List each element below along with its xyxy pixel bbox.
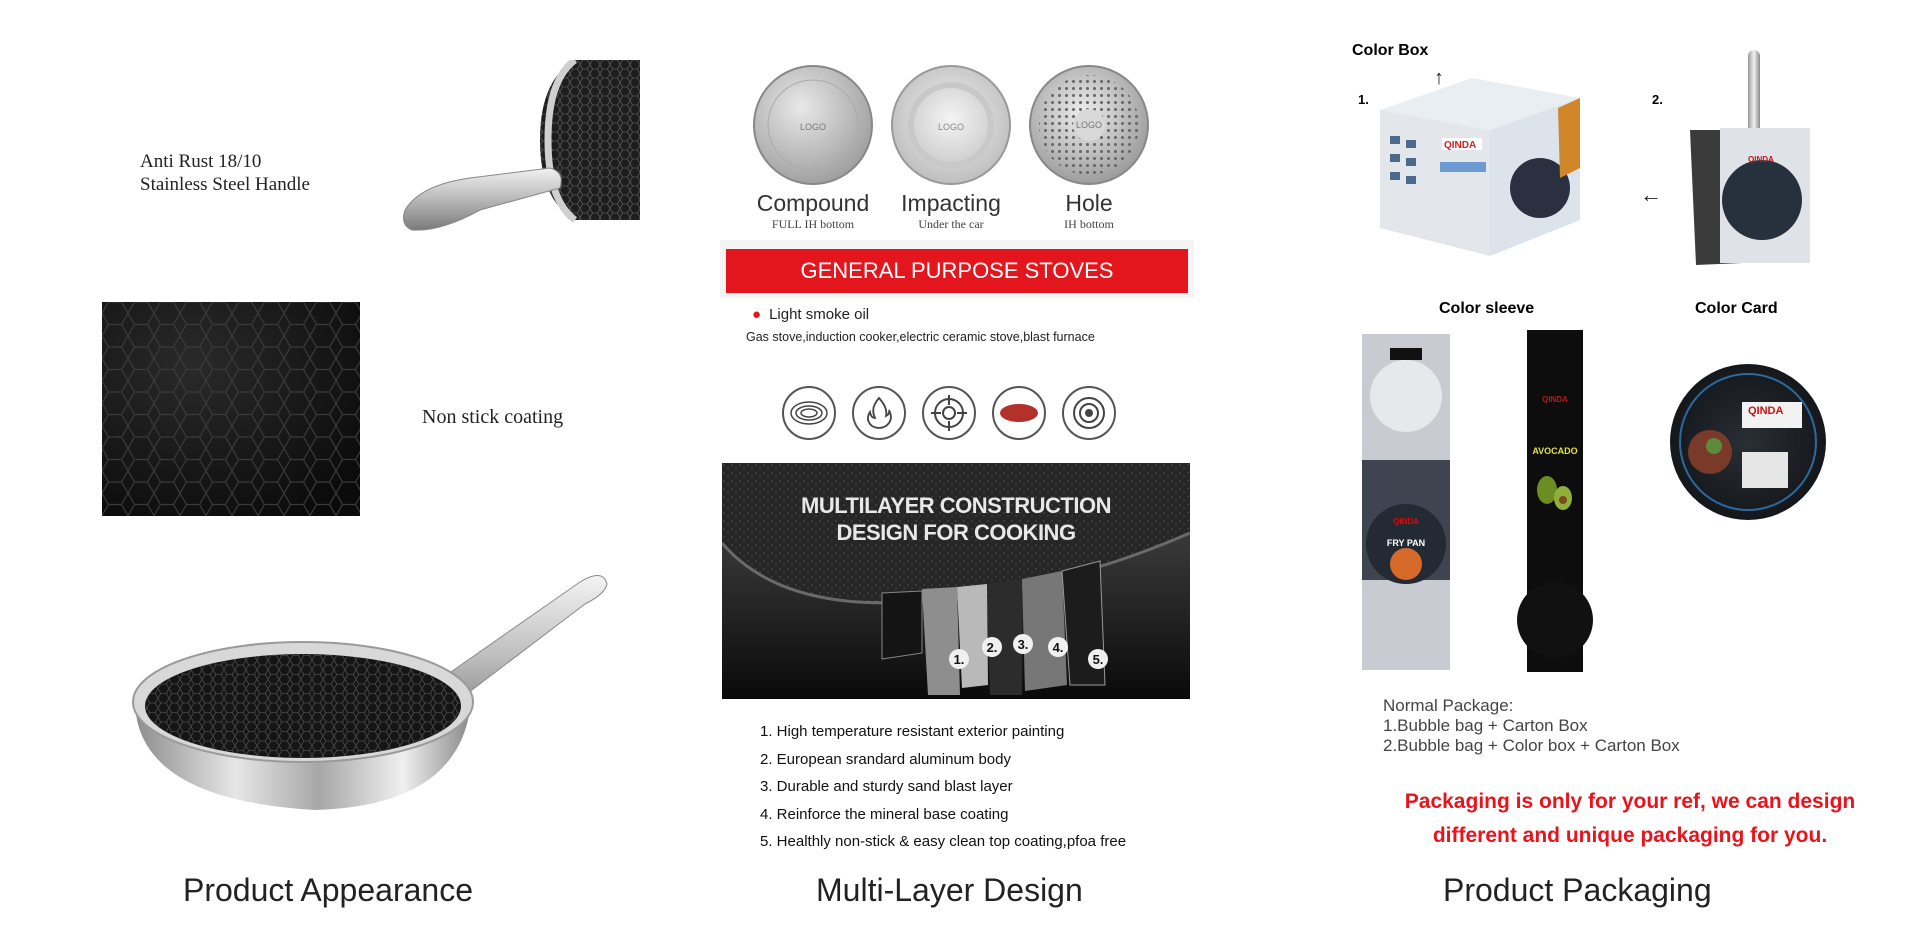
stove-icons-row [782,386,1116,440]
color-sleeve-image-2: QINDA AVOCADO [1517,330,1593,672]
arrow-left-icon: ← [1640,182,1662,207]
color-box-label: Color Box [1352,42,1429,59]
layer-number: 5. [1093,652,1104,667]
color-card-image: QINDA [1670,364,1826,520]
layer-number: 4. [1053,640,1064,655]
nonstick-label: Non stick coating [422,406,564,428]
multilayer-title-line2: DESIGN FOR COOKING [836,520,1076,545]
handle-description: Anti Rust 18/10 Stainless Steel Handle [140,150,310,196]
feature-list: 1. High temperature resistant exterior p… [760,718,1126,856]
normal-package-line1: 1.Bubble bag + Carton Box [1383,716,1588,735]
bottom-title: Compound [756,190,870,216]
nonstick-coating-swatch [102,302,360,516]
packaging-note-line2: different and unique packaging for you. [1432,824,1828,847]
stove-banner: GENERAL PURPOSE STOVES [726,249,1188,293]
bottom-subtitle: Under the car [918,217,984,231]
bottom-disc-compound: LOGO [753,65,873,185]
multilayer-title: MULTILAYER CONSTRUCTION DESIGN FOR COOKI… [722,492,1190,546]
flame-icon [852,386,906,440]
brand-logo-text: QINDA [1444,140,1476,151]
packaging-note: Packaging is only for your ref, we can d… [1370,785,1890,853]
layer-number: 2. [987,640,998,655]
sleeve-text: FRY PAN [1387,538,1425,548]
layer-number: 3. [1018,637,1029,652]
appearance-caption: Product Appearance [183,872,473,908]
bottom-disc-hole: LOGO [1029,65,1149,185]
layer-number: 1. [954,652,965,667]
package-number-2: 2. [1652,92,1663,107]
handle-text-line1: Anti Rust 18/10 [140,151,262,172]
bottom-subtitle: IH bottom [1064,217,1114,231]
normal-package-info: Normal Package: 1.Bubble bag + Carton Bo… [1383,696,1680,756]
logo-placeholder: LOGO [800,122,826,132]
ceramic-plate-icon [992,386,1046,440]
feature-item: 3. Durable and sturdy sand blast layer [760,778,1013,795]
multilayer-title-line1: MULTILAYER CONSTRUCTION [801,493,1111,518]
bottom-subtitle: FULL IH bottom [771,217,855,231]
multilayer-construction-graphic: 1. 2. 3. 4. 5. [722,463,1190,699]
brand-logo-text: QINDA [1542,395,1568,404]
brand-logo-text: QINDA [1393,517,1419,526]
stove-types: Gas stove,induction cooker,electric cera… [746,330,1095,344]
normal-package-title: Normal Package: [1383,696,1514,715]
frying-pan-image [132,575,608,810]
brand-logo-text: QINDA [1748,405,1784,417]
color-sleeve-image-1: FRY PAN QINDA [1362,334,1450,670]
bottom-title: Impacting [901,190,1001,216]
normal-package-line2: 2.Bubble bag + Color box + Carton Box [1383,736,1680,755]
gas-burner-icon [922,386,976,440]
feature-item: 5. Healthly non-stick & easy clean top c… [760,833,1127,850]
packaging-caption: Product Packaging [1443,872,1712,908]
bottom-label-hole: Hole IH bottom [1019,190,1159,232]
logo-placeholder: LOGO [938,122,964,132]
bottom-label-compound: Compound FULL IH bottom [743,190,883,232]
design-caption: Multi-Layer Design [816,872,1083,908]
product-appearance-section: Anti Rust 18/10 Stainless Steel Handle N… [0,0,680,947]
color-box-image: QINDA [1380,78,1580,256]
color-card-label: Color Card [1695,300,1778,317]
smoke-text: Light smoke oil [769,306,870,323]
brand-logo-text: QINDA [1748,155,1774,164]
package-number-1: 1. [1358,92,1369,107]
feature-item: 4. Reinforce the mineral base coating [760,805,1009,823]
color-sleeve-label: Color sleeve [1439,300,1535,317]
red-bullet-icon: ● [752,306,762,323]
packaging-note-line1: Packaging is only for your ref, we can d… [1404,790,1856,813]
handle-text-line2: Stainless Steel Handle [140,174,310,195]
induction-coil-icon [782,386,836,440]
bottom-disc-impacting: LOGO [891,65,1011,185]
feature-item: 1. High temperature resistant exterior p… [760,723,1065,740]
smoke-note: ● Light smoke oil [752,306,869,323]
bottom-label-impacting: Impacting Under the car [881,190,1021,232]
blast-furnace-icon [1062,386,1116,440]
boxed-pan-image: QINDA [1690,50,1810,265]
logo-placeholder: LOGO [1076,120,1102,130]
handle-closeup-image [403,60,640,231]
sleeve-text: AVOCADO [1532,446,1577,456]
arrow-up-icon: ↑ [1434,67,1444,89]
bottom-title: Hole [1065,190,1113,216]
feature-item: 2. European srandard aluminum body [760,750,1011,768]
